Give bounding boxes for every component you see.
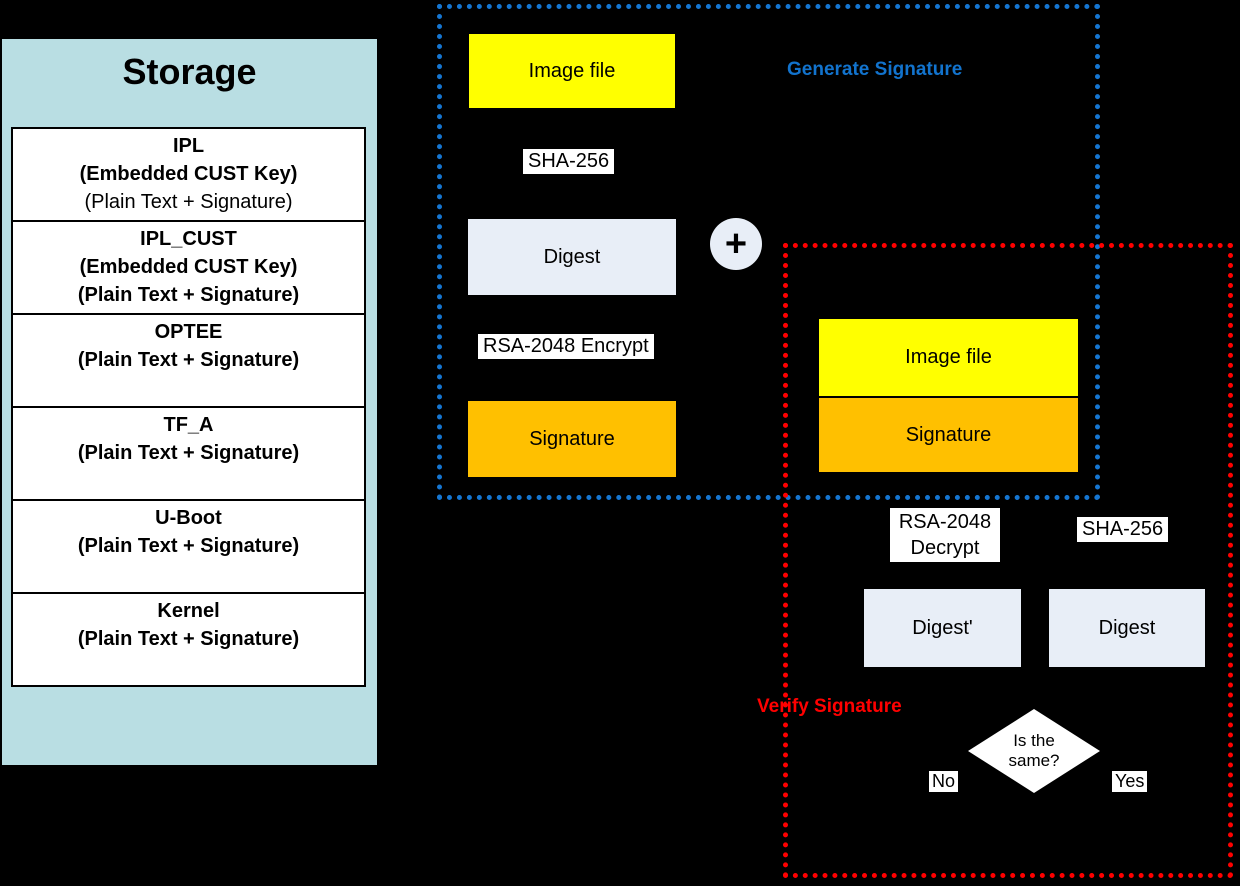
rsa-2048-encrypt-label: RSA-2048 Encrypt — [478, 334, 654, 359]
storage-item-line: Kernel — [157, 600, 220, 622]
storage-panel: Storage IPL (Embedded CUST Key) (Plain T… — [0, 37, 379, 767]
digest-box: Digest — [467, 218, 677, 296]
storage-item-line: (Plain Text + Signature) — [77, 442, 300, 464]
storage-item-line: IPL_CUST — [140, 228, 237, 250]
diamond-text-line: Is the — [1013, 731, 1055, 750]
storage-item-ipl-cust: IPL_CUST (Embedded CUST Key) (Plain Text… — [11, 220, 366, 315]
storage-item-line: TF_A — [163, 414, 214, 436]
no-label: No — [929, 771, 959, 792]
verify-signature-label: Verify Signature — [757, 696, 902, 717]
verify-signature-section: Signature — [819, 396, 1078, 472]
rsa-2048-decrypt-label: RSA-2048 Decrypt — [890, 508, 1000, 562]
verify-signature-border — [783, 243, 1233, 878]
storage-item-line: OPTEE — [154, 321, 223, 343]
rsa-2048-decrypt-line: RSA-2048 — [898, 511, 992, 533]
storage-item-u-boot: U-Boot (Plain Text + Signature) — [11, 499, 366, 594]
verify-digest-box: Digest — [1048, 588, 1206, 668]
storage-item-line: (Embedded CUST Key) — [79, 256, 298, 278]
storage-item-ipl: IPL (Embedded CUST Key) (Plain Text + Si… — [11, 127, 366, 222]
verify-sha-256-label: SHA-256 — [1077, 517, 1169, 542]
plus-circle: + — [710, 218, 762, 270]
image-file-box: Image file — [467, 32, 677, 110]
storage-item-line: IPL — [172, 135, 205, 157]
storage-item-line: U-Boot — [155, 507, 222, 529]
yes-label: Yes — [1112, 771, 1148, 792]
signed-image-file-box: Image file Signature — [817, 317, 1080, 474]
rsa-2048-decrypt-line: Decrypt — [910, 537, 980, 559]
signature-box: Signature — [467, 400, 677, 478]
storage-item-line: (Plain Text + Signature) — [77, 284, 300, 306]
storage-item-line: (Plain Text + Signature) — [77, 349, 300, 371]
sha-256-label: SHA-256 — [523, 149, 615, 174]
storage-item-line: (Plain Text + Signature) — [77, 535, 300, 557]
storage-title: Storage — [122, 51, 257, 92]
storage-item-kernel: Kernel (Plain Text + Signature) — [11, 592, 366, 687]
storage-item-line: (Embedded CUST Key) — [79, 163, 298, 185]
storage-item-optee: OPTEE (Plain Text + Signature) — [11, 313, 366, 408]
digest-prime-box: Digest' — [863, 588, 1022, 668]
storage-item-line: (Plain Text + Signature) — [77, 628, 300, 650]
storage-item-line: (Plain Text + Signature) — [84, 191, 293, 213]
verify-image-file-section: Image file — [819, 319, 1078, 396]
generate-signature-border — [437, 4, 1100, 500]
diamond-text-line: same? — [1008, 751, 1060, 770]
storage-item-tf-a: TF_A (Plain Text + Signature) — [11, 406, 366, 501]
storage-item-list: IPL (Embedded CUST Key) (Plain Text + Si… — [11, 127, 366, 687]
generate-signature-label: Generate Signature — [787, 59, 963, 80]
